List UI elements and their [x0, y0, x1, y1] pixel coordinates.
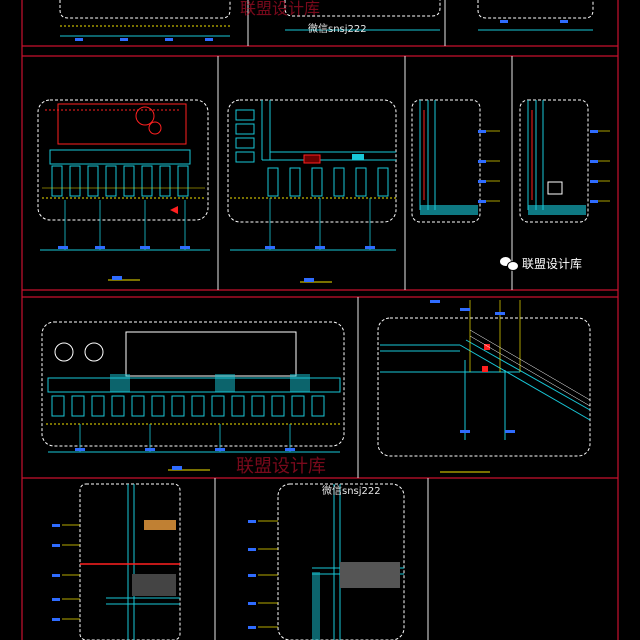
detail-panel-2d	[519, 99, 610, 223]
brand-badge: 联盟设计库	[500, 254, 582, 272]
detail-panel-3a	[41, 321, 345, 471]
brand-text: 联盟设计库	[522, 256, 583, 271]
detail-panel-3b	[377, 300, 591, 473]
detail-panel-2b	[227, 99, 397, 283]
watermark-top: 联盟设计库	[240, 0, 320, 18]
detail-panel-2a	[37, 99, 210, 281]
watermark-bottom-wechat: 微信snsj222	[322, 484, 381, 497]
top-strip-details	[59, 0, 594, 41]
detail-panel-4a	[52, 483, 181, 640]
sheet-frame	[21, 0, 619, 640]
panel-dividers	[214, 0, 513, 640]
watermark-top-wechat: 微信snsj222	[308, 22, 367, 35]
detail-panel-4b	[248, 483, 405, 640]
wechat-icon	[500, 256, 519, 271]
detail-panel-2c	[411, 99, 500, 223]
watermark-bottom-red: 联盟设计库	[236, 456, 326, 477]
